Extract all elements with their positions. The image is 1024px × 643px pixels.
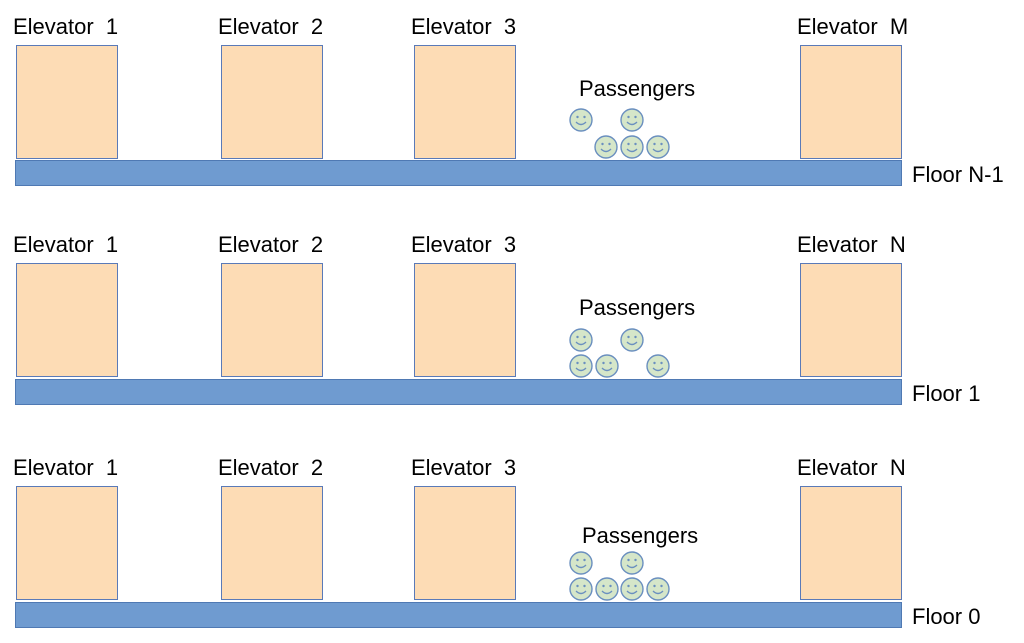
floor-label: Floor 1 xyxy=(912,381,981,406)
smiley-face-icon xyxy=(620,551,644,575)
elevator-m-label: Elevator M xyxy=(797,14,909,39)
elevator-1-label: Elevator 1 xyxy=(13,455,119,480)
smiley-face-icon xyxy=(595,577,619,601)
passengers-label: Passengers xyxy=(582,523,699,548)
elevator-1-car xyxy=(16,45,118,159)
smiley-face-icon xyxy=(594,135,618,159)
floor-slab xyxy=(15,160,902,186)
passengers-label: Passengers xyxy=(579,295,696,320)
elevator-n-car xyxy=(800,263,902,377)
elevator-2-label: Elevator 2 xyxy=(218,455,324,480)
elevator-2-car xyxy=(221,486,323,600)
elevator-3-label: Elevator 3 xyxy=(411,14,517,39)
elevator-n-label: Elevator N xyxy=(797,232,906,257)
elevator-1-label: Elevator 1 xyxy=(13,14,119,39)
elevator-2-label: Elevator 2 xyxy=(218,232,324,257)
floor-slab xyxy=(15,379,902,405)
smiley-face-icon xyxy=(569,354,593,378)
elevator-3-label: Elevator 3 xyxy=(411,232,517,257)
floor-panel-1: Elevator 1 Elevator 2 Elevator 3 Elevato… xyxy=(0,230,1024,420)
smiley-face-icon xyxy=(620,577,644,601)
elevator-3-car xyxy=(414,263,516,377)
smiley-face-icon xyxy=(620,108,644,132)
smiley-face-icon xyxy=(569,328,593,352)
floor-label: Floor N-1 xyxy=(912,162,1004,187)
smiley-face-icon xyxy=(569,577,593,601)
smiley-face-icon xyxy=(620,328,644,352)
elevator-1-label: Elevator 1 xyxy=(13,232,119,257)
elevator-3-car xyxy=(414,45,516,159)
passengers-label: Passengers xyxy=(579,76,696,101)
smiley-face-icon xyxy=(569,108,593,132)
smiley-face-icon xyxy=(646,135,670,159)
floor-panel-0: Elevator 1 Elevator 2 Elevator 3 Elevato… xyxy=(0,453,1024,643)
elevator-m-car xyxy=(800,45,902,159)
floor-slab xyxy=(15,602,902,628)
smiley-face-icon xyxy=(646,577,670,601)
elevator-3-car xyxy=(414,486,516,600)
elevator-1-car xyxy=(16,263,118,377)
smiley-face-icon xyxy=(595,354,619,378)
smiley-face-icon xyxy=(569,551,593,575)
elevator-2-label: Elevator 2 xyxy=(218,14,324,39)
elevator-2-car xyxy=(221,263,323,377)
elevator-n-label: Elevator N xyxy=(797,455,906,480)
elevator-2-car xyxy=(221,45,323,159)
smiley-face-icon xyxy=(646,354,670,378)
smiley-face-icon xyxy=(620,135,644,159)
floor-panel-n-minus-1: Elevator 1 Elevator 2 Elevator 3 Elevato… xyxy=(0,12,1024,202)
elevator-3-label: Elevator 3 xyxy=(411,455,517,480)
floor-label: Floor 0 xyxy=(912,604,981,629)
elevator-n-car xyxy=(800,486,902,600)
elevator-1-car xyxy=(16,486,118,600)
